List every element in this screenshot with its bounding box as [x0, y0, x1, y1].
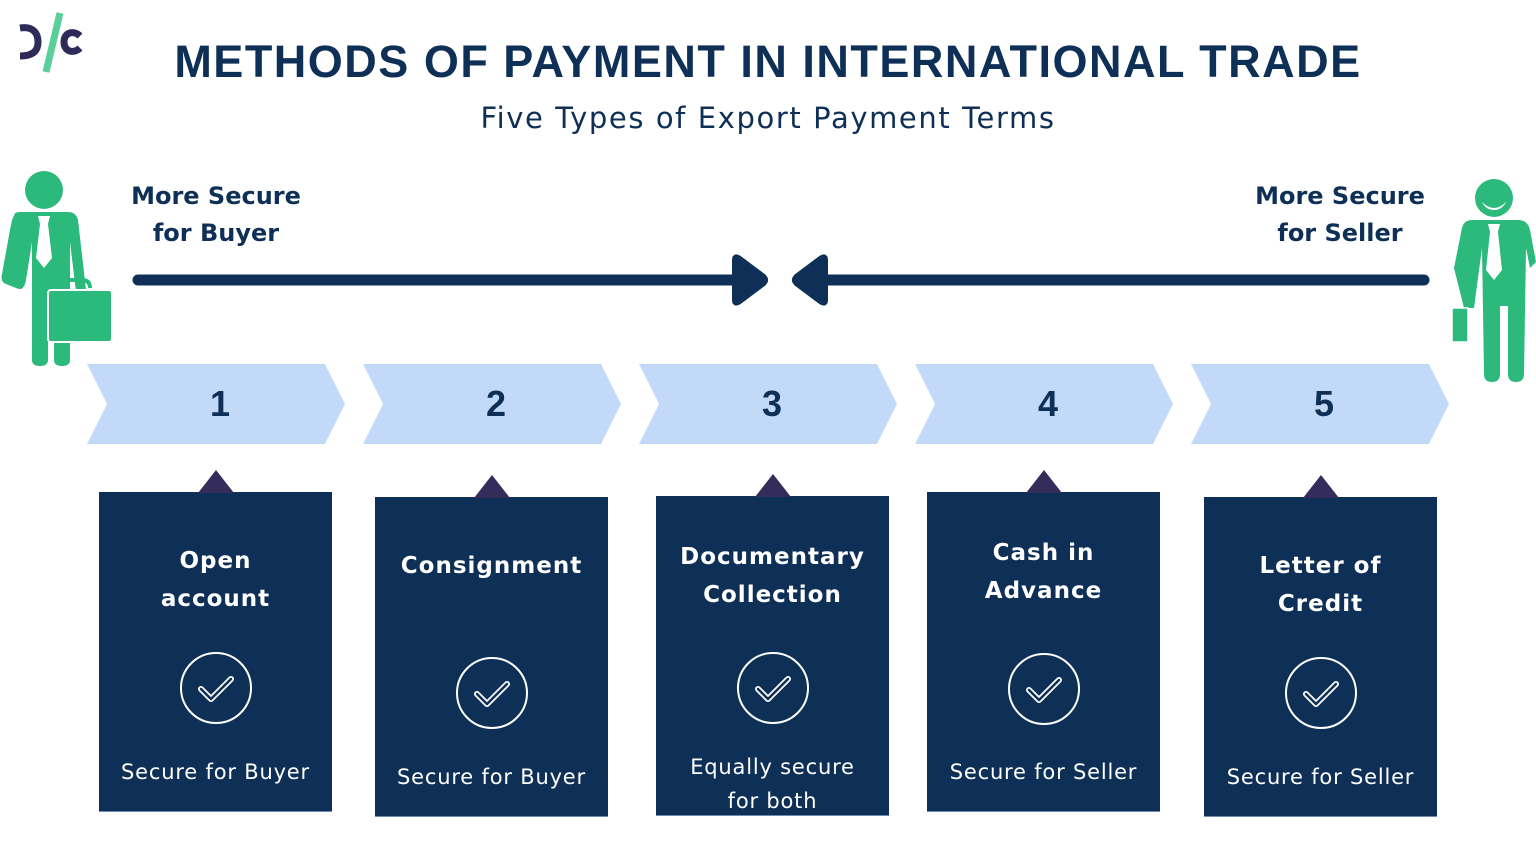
- method-name-line2: Credit: [1277, 591, 1364, 617]
- step-number: 1: [209, 383, 231, 424]
- check-circle-icon: [179, 652, 252, 724]
- pointer-triangle-icon: [1025, 470, 1062, 493]
- method-name: Open account: [99, 542, 332, 618]
- method-name-line2: Advance: [984, 578, 1103, 604]
- security-label: Secure for Seller: [1204, 760, 1437, 794]
- security-line1: Secure for Buyer: [121, 760, 310, 784]
- check-circle-icon: [736, 652, 809, 724]
- method-name: Cash in Advance: [927, 534, 1160, 610]
- security-line1: Secure for Seller: [949, 760, 1138, 784]
- seller-label-line2: for Seller: [1277, 219, 1403, 247]
- step-number: 4: [1037, 383, 1059, 424]
- security-line1: Equally secure: [690, 755, 855, 779]
- pointer-triangle-icon: [473, 475, 510, 498]
- payment-method-card-documentary-collection: Documentary Collection Equally secure fo…: [656, 474, 889, 818]
- step-chevron-5: 5: [1191, 364, 1449, 444]
- step-number: 2: [485, 383, 507, 424]
- step-number: 5: [1313, 383, 1335, 424]
- security-label: Secure for Seller: [927, 755, 1160, 789]
- buyer-label-line1: More Secure: [131, 182, 301, 210]
- seller-figure-icon: [1446, 178, 1536, 398]
- security-line2: for both: [727, 789, 818, 813]
- buyer-label-line2: for Buyer: [152, 219, 280, 247]
- payment-method-card-letter-of-credit: Letter of Credit Secure for Seller: [1204, 475, 1437, 816]
- step-number: 3: [761, 383, 783, 424]
- pointer-triangle-icon: [197, 470, 234, 493]
- dc-logo-icon: [14, 10, 86, 78]
- method-name-line1: Consignment: [400, 553, 583, 579]
- method-name: Letter of Credit: [1204, 547, 1437, 623]
- step-chevron-1: 1: [87, 364, 345, 444]
- method-name: Documentary Collection: [656, 538, 889, 614]
- payment-method-card-cash-in-advance: Cash in Advance Secure for Seller: [927, 470, 1160, 811]
- check-circle-icon: [1284, 657, 1357, 729]
- check-circle-icon: [1007, 653, 1080, 725]
- security-label: Secure for Buyer: [375, 760, 608, 794]
- method-name-line1: Open: [179, 548, 252, 574]
- security-line1: Secure for Seller: [1226, 765, 1415, 789]
- seller-label-line1: More Secure: [1255, 182, 1425, 210]
- payment-method-card-open-account: Open account Secure for Buyer: [99, 470, 332, 811]
- method-name-line2: account: [160, 586, 271, 612]
- security-line1: Secure for Buyer: [397, 765, 586, 789]
- method-name-line2: Collection: [703, 582, 842, 608]
- step-chevron-2: 2: [363, 364, 621, 444]
- buyer-security-label: More Secure for Buyer: [96, 178, 336, 252]
- page-title: METHODS OF PAYMENT IN INTERNATIONAL TRAD…: [174, 36, 1362, 87]
- method-name-line1: Cash in: [992, 540, 1095, 566]
- page-subtitle: Five Types of Export Payment Terms: [480, 101, 1056, 135]
- method-name: Consignment: [375, 547, 608, 585]
- security-spectrum-arrows: [0, 250, 1536, 310]
- payment-method-card-consignment: Consignment Secure for Buyer: [375, 475, 608, 816]
- seller-security-label: More Secure for Seller: [1220, 178, 1460, 252]
- step-chevron-4: 4: [915, 364, 1173, 444]
- security-label: Equally secure for both: [656, 750, 889, 818]
- pointer-triangle-icon: [754, 474, 791, 497]
- method-name-line1: Documentary: [680, 544, 865, 570]
- check-circle-icon: [455, 657, 528, 729]
- method-name-line1: Letter of: [1259, 553, 1382, 579]
- pointer-triangle-icon: [1302, 475, 1339, 498]
- security-label: Secure for Buyer: [99, 755, 332, 789]
- step-chevron-3: 3: [639, 364, 897, 444]
- buyer-figure-icon: [0, 170, 120, 390]
